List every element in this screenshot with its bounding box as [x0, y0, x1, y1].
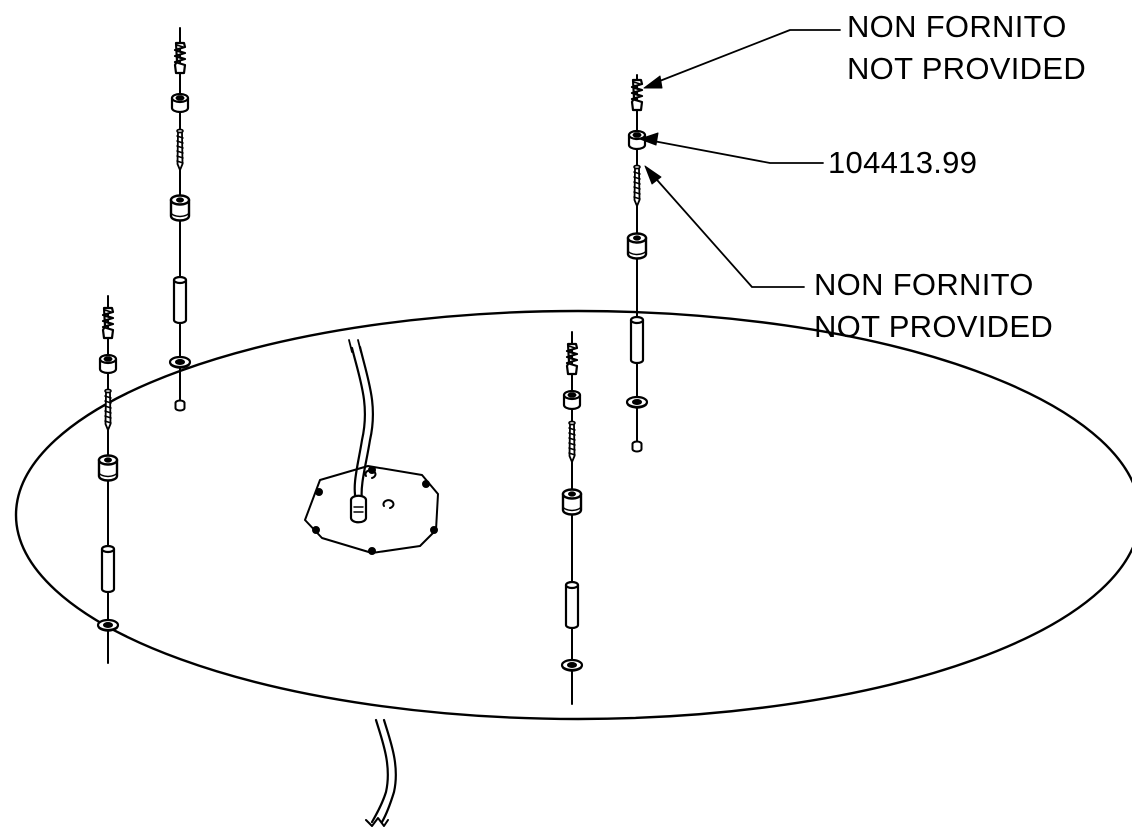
screw-icon: [176, 128, 184, 171]
screw-icon: [104, 388, 112, 431]
spacer-icon: [169, 194, 191, 222]
wall-plug-icon: [630, 78, 644, 112]
fixing-assembly-3: [96, 295, 120, 664]
stud-icon: [174, 399, 186, 412]
screw-icon: [568, 420, 576, 463]
callout-lower-line2: NOT PROVIDED: [814, 309, 1053, 344]
washer-icon: [170, 92, 190, 114]
washer-icon: [98, 353, 118, 375]
grommet-icon: [625, 395, 649, 410]
leader-line-lower: [644, 165, 805, 288]
fixing-assembly-2: [625, 74, 649, 453]
grommet-icon: [96, 618, 120, 633]
callout-top-line1: NON FORNITO: [847, 9, 1067, 44]
fixing-assembly-4: [560, 331, 584, 705]
leader-line-top: [643, 29, 841, 89]
stud-icon: [631, 440, 643, 453]
cable-icon: [365, 718, 397, 827]
leader-line-part-number: [639, 132, 824, 164]
grommet-icon: [168, 355, 192, 370]
fixing-assembly-1: [168, 27, 192, 412]
sleeve-icon: [172, 275, 188, 325]
wall-plug-icon: [101, 306, 115, 340]
sleeve-icon: [629, 315, 645, 365]
callout-part-number: 104413.99: [828, 145, 977, 180]
junction-plate: [304, 465, 439, 555]
wall-plug-icon: [565, 342, 579, 376]
washer-icon: [562, 389, 582, 411]
callout-lower-line1: NON FORNITO: [814, 267, 1034, 302]
screw-icon: [633, 164, 641, 207]
grommet-icon: [560, 658, 584, 673]
cable-icon: [348, 339, 374, 524]
sleeve-icon: [564, 580, 580, 630]
spacer-icon: [626, 232, 648, 260]
spacer-icon: [561, 488, 583, 516]
callout-top-line2: NOT PROVIDED: [847, 51, 1086, 86]
spacer-icon: [97, 454, 119, 482]
wall-plug-icon: [173, 41, 187, 75]
sleeve-icon: [100, 544, 116, 594]
